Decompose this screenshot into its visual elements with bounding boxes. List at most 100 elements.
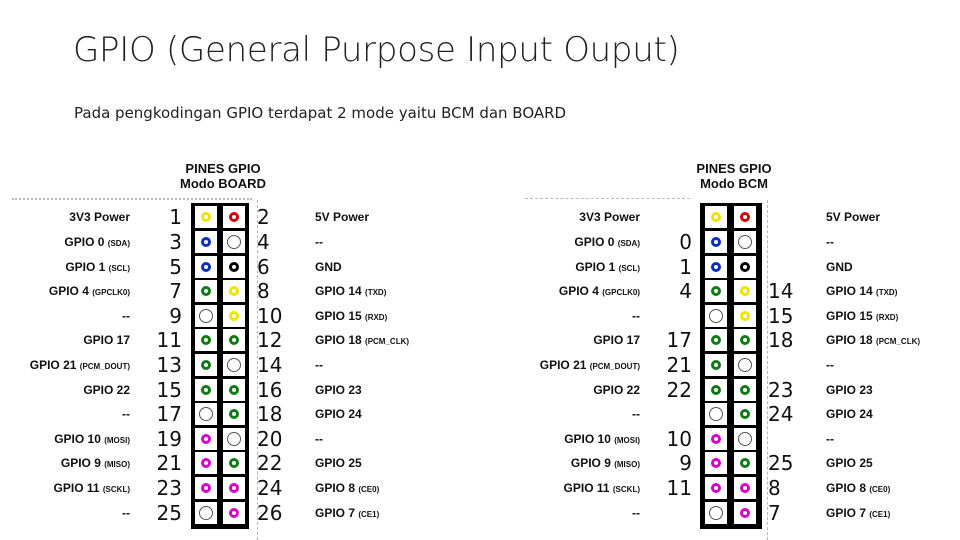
board-pin-green[interactable] [227,382,241,397]
board-pin-green[interactable] [227,407,241,422]
bcm-panel-header: PINES GPIO Modo BCM [672,161,796,191]
board-right-pin-name: GPIO 8 [315,480,356,495]
board-right-pin-name: -- [315,431,323,446]
board-divider-line [257,200,258,540]
bcm-right-pin-name: 5V Power [826,210,881,225]
bcm-right-pin-label: GPIO 23 [826,383,873,397]
bcm-left-pin-name: GPIO 9 [570,456,611,471]
bcm-pin-magenta[interactable] [709,480,723,495]
board-pin-blue[interactable] [199,234,213,249]
board-pin-white[interactable] [199,308,213,323]
bcm-pin-white[interactable] [709,505,723,520]
board-pin-white[interactable] [199,505,213,520]
board-pin-magenta[interactable] [199,480,213,495]
bcm-pin-magenta[interactable] [738,480,752,495]
board-left-pin-number: 23 [156,475,182,500]
bcm-left-pin-function: (SCKL) [612,484,640,494]
board-right-pin-function: (PCM_CLK) [365,337,410,347]
board-right-pin-function: (RXD) [365,312,388,322]
bcm-pin-yellow[interactable] [738,284,752,299]
bcm-pin-green[interactable] [738,456,752,471]
board-pin-white[interactable] [227,357,241,372]
bcm-pin-red[interactable] [738,210,752,225]
bcm-pin-white[interactable] [738,431,752,446]
board-pin-green[interactable] [199,284,213,299]
board-pin-white[interactable] [227,431,241,446]
slide-title: GPIO (General Purpose Input Ouput) [73,30,680,70]
board-header-line2: Modo BOARD [180,176,266,191]
board-pin-white[interactable] [227,234,241,249]
board-pin-green[interactable] [199,382,213,397]
board-pin-green[interactable] [227,456,241,471]
bcm-left-pin-number: 10 [666,426,692,451]
board-left-pin-name: GPIO 10 [54,431,101,446]
bcm-pin-green[interactable] [709,382,723,397]
bcm-pin-blue[interactable] [709,259,723,274]
board-left-pin-number: 9 [169,303,182,328]
board-pin-yellow[interactable] [227,284,241,299]
bcm-left-pin-name: -- [632,505,640,520]
board-left-pin-name: -- [122,505,130,520]
board-pin-green[interactable] [199,357,213,372]
bcm-pin-white[interactable] [738,357,752,372]
bcm-pin-green[interactable] [709,284,723,299]
bcm-right-pin-number: 23 [768,377,794,402]
bcm-pin-magenta[interactable] [709,456,723,471]
board-pin-magenta[interactable] [227,480,241,495]
bcm-pin-magenta[interactable] [709,431,723,446]
board-pin-magenta[interactable] [199,456,213,471]
board-pin-magenta[interactable] [227,505,241,520]
bcm-right-pin-function: (PCM_CLK) [876,337,921,347]
bcm-pin-magenta[interactable] [738,505,752,520]
bcm-right-pin-name: GPIO 8 [826,480,867,495]
bcm-pin-black[interactable] [738,259,752,274]
bcm-left-pin-label: GPIO 1 (SCL) [575,260,640,276]
bcm-pin-green[interactable] [709,357,723,372]
bcm-left-pin-name: GPIO 21 [539,357,587,372]
bcm-pin-blue[interactable] [709,234,723,249]
board-right-pin-name: GPIO 15 [315,308,362,323]
bcm-left-pin-function: (SDA) [617,238,640,248]
bcm-pin-green[interactable] [738,382,752,397]
bcm-left-pin-number: 21 [666,352,692,377]
board-pin-green[interactable] [227,333,241,348]
board-panel-header: PINES GPIO Modo BOARD [163,161,283,191]
bcm-pin-yellow[interactable] [738,308,752,323]
board-pin-blue[interactable] [199,259,213,274]
board-pin-black[interactable] [227,259,241,274]
board-header-rule [12,198,252,200]
board-left-pin-label: GPIO 22 [83,383,130,397]
board-left-pin-label: -- [122,309,130,323]
board-right-pin-label: GPIO 23 [315,383,362,397]
bcm-pin-green[interactable] [738,333,752,348]
bcm-left-pin-label: GPIO 22 [593,383,640,397]
board-left-pin-function: (SCL) [108,263,130,273]
bcm-left-pin-name: GPIO 22 [593,382,640,397]
bcm-pin-green[interactable] [738,407,752,422]
bcm-right-pin-label: GPIO 7 (CE1) [826,506,890,522]
board-pin-red[interactable] [227,210,241,225]
bcm-left-pin-name: GPIO 4 [558,284,599,299]
board-right-pin-label: GPIO 24 [315,407,362,421]
board-pin-white[interactable] [199,407,213,422]
bcm-right-pin-number: 18 [768,328,794,353]
board-right-pin-number: 14 [257,352,283,377]
bcm-right-pin-label: GPIO 18 (PCM_CLK) [826,333,920,349]
bcm-pin-white[interactable] [738,234,752,249]
board-pin-yellow[interactable] [227,308,241,323]
bcm-pin-white[interactable] [709,308,723,323]
bcm-right-pin-label: -- [826,235,834,249]
bcm-pin-yellow[interactable] [709,210,723,225]
bcm-right-pin-label: GPIO 14 (TXD) [826,284,897,300]
board-pin-magenta[interactable] [199,431,213,446]
board-pin-yellow[interactable] [199,210,213,225]
bcm-left-pin-function: (GPCLK0) [602,288,640,298]
bcm-pin-green[interactable] [709,333,723,348]
bcm-pin-white[interactable] [709,407,723,422]
board-right-pin-label: GPIO 14 (TXD) [315,284,386,300]
board-right-pin-number: 8 [257,279,270,304]
bcm-left-pin-name: GPIO 11 [563,480,610,495]
bcm-right-pin-name: GPIO 18 [826,333,873,348]
board-pin-green[interactable] [199,333,213,348]
bcm-right-pin-number: 7 [768,500,781,525]
